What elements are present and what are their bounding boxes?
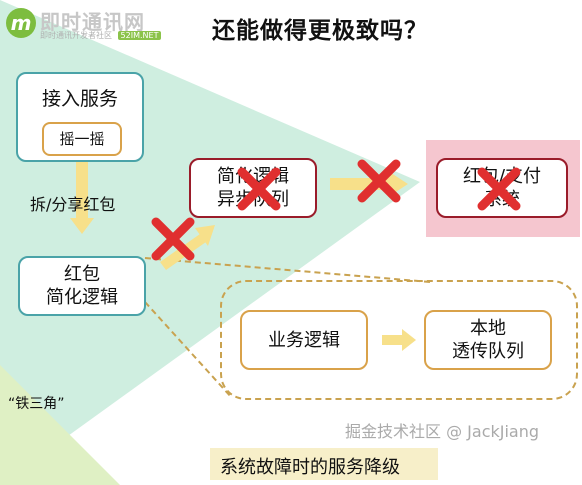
access-service-label: 接入服务: [41, 88, 118, 110]
access-service-node: 接入服务 摇一摇: [16, 72, 144, 162]
logo-subtitle-text: 即时通讯开发者社区: [40, 31, 112, 40]
cross-icon: [477, 167, 521, 211]
logo-badge: m: [6, 8, 36, 38]
logo: m 即时通讯网 即时通讯开发者社区 52IM.NET: [6, 6, 166, 48]
shake-node: 摇一摇: [42, 122, 122, 156]
local-queue-line2: 透传队列: [452, 341, 524, 362]
share-label: 拆/分享红包: [30, 195, 116, 214]
simplified-logic-left-line2: 简化逻辑: [46, 287, 118, 308]
page-title: 还能做得更极致吗？: [212, 18, 428, 44]
dashed-connector-bottom: [144, 301, 233, 399]
cross-icon: [151, 217, 195, 261]
logo-domain: 52IM.NET: [117, 31, 162, 40]
local-queue-node: 本地 透传队列: [424, 310, 552, 370]
simplified-logic-left-line1: 红包: [64, 264, 100, 285]
logo-title: 即时通讯网: [40, 10, 145, 34]
cross-icon: [357, 159, 401, 203]
dashed-connector-top: [144, 257, 431, 283]
arrow-right-inner: [382, 329, 416, 351]
iron-triangle-label: “铁三角”: [8, 396, 65, 412]
cross-icon: [237, 167, 281, 211]
footer-caption: 系统故障时的服务降级: [220, 457, 400, 478]
green-corner-band: [0, 365, 120, 485]
business-logic-node: 业务逻辑: [240, 310, 368, 370]
arrow-down: [70, 160, 94, 234]
business-logic-label: 业务逻辑: [268, 329, 340, 351]
degradation-group: [220, 280, 578, 400]
footer-bar: [210, 448, 438, 480]
logo-subtitle: 即时通讯开发者社区 52IM.NET: [40, 30, 162, 41]
watermark: 掘金技术社区 @ JackJiang: [345, 422, 540, 441]
local-queue-line1: 本地: [470, 318, 506, 339]
simplified-logic-left-node: 红包 简化逻辑: [18, 256, 146, 316]
